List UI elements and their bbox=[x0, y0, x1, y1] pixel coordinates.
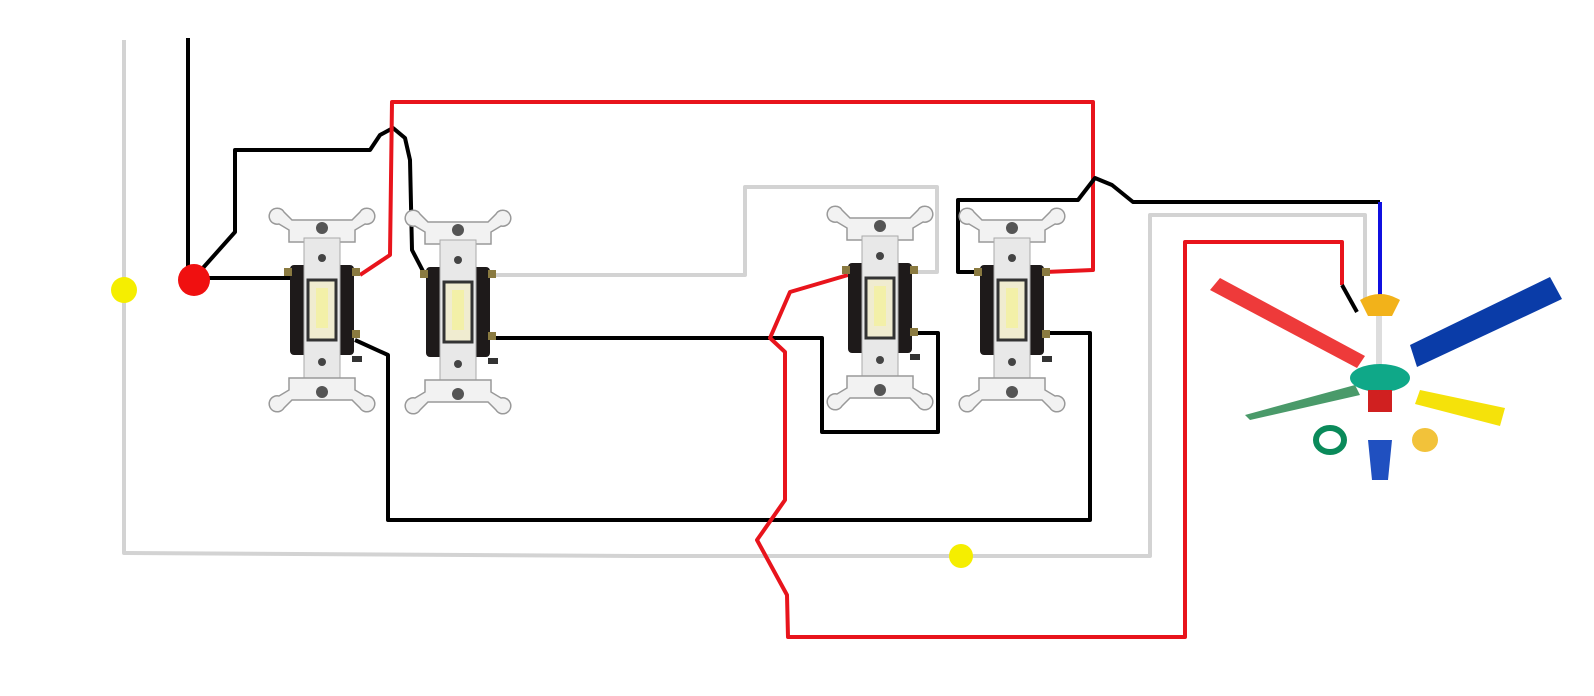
neutral-wire-main bbox=[122, 40, 1367, 558]
switch-1-three-way bbox=[267, 206, 377, 414]
traveler-wire-black-bottom bbox=[354, 331, 1092, 522]
traveler-wire-gray bbox=[495, 185, 939, 277]
switch-2-four-way bbox=[403, 208, 513, 416]
fan-wire-black-short bbox=[1340, 284, 1359, 313]
line-wire-supply bbox=[186, 38, 290, 280]
line-wire-jumper bbox=[192, 126, 427, 280]
traveler-wire-red-crossover bbox=[755, 240, 1344, 639]
wire-nut-splice-left bbox=[111, 277, 137, 303]
switch-4-three-way bbox=[957, 206, 1067, 414]
wire-nut-splice-bottom bbox=[949, 544, 973, 568]
load-wire-black bbox=[956, 176, 1380, 274]
switch-3-four-way bbox=[825, 204, 935, 412]
junction-dot bbox=[178, 264, 210, 296]
traveler-wire-red-top bbox=[358, 100, 1095, 277]
traveler-wire-black-mid bbox=[495, 331, 940, 434]
ceiling-fan-icon bbox=[1210, 277, 1562, 480]
